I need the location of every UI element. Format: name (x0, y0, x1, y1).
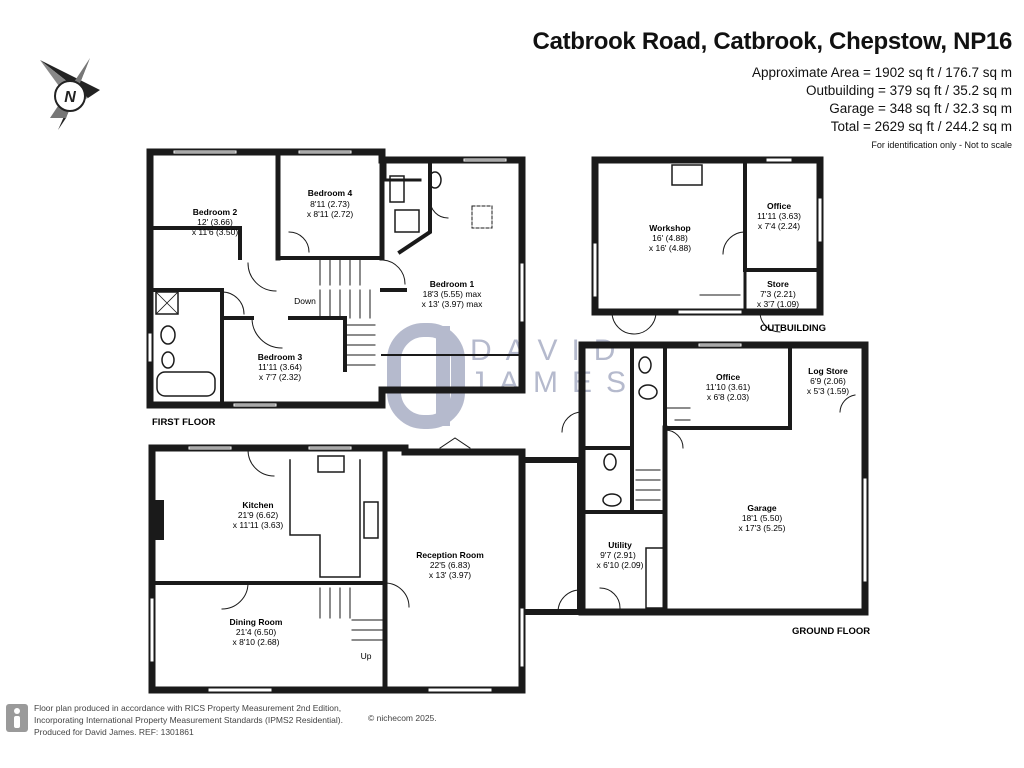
stairs-up-label: Up (361, 651, 372, 661)
room-dim-office-outbuilding: x 7'4 (2.24) (758, 221, 800, 231)
room-name-workshop: Workshop (649, 223, 690, 233)
first-floor-plan (146, 148, 526, 409)
area-summary: Approximate Area = 1902 sq ft / 176.7 sq… (752, 64, 1012, 136)
room-name-office-ground: Office (716, 372, 740, 382)
footer-notes: Floor plan produced in accordance with R… (34, 702, 343, 738)
room-name-utility: Utility (608, 540, 632, 550)
room-dim-workshop: x 16' (4.88) (649, 243, 691, 253)
room-dim-kitchen: 21'9 (6.62) (238, 510, 279, 520)
room-dim-logstore: x 5'3 (1.59) (807, 386, 849, 396)
room-name-dining: Dining Room (230, 617, 283, 627)
room-name-bedroom2: Bedroom 2 (193, 207, 238, 217)
outbuilding-plan (591, 156, 824, 335)
room-dim-store: x 3'7 (1.09) (757, 299, 799, 309)
room-dim-logstore: 6'9 (2.06) (810, 376, 846, 386)
room-name-bedroom3: Bedroom 3 (258, 352, 303, 362)
footer-line: Incorporating International Property Mea… (34, 715, 343, 725)
room-dim-dining: x 8'10 (2.68) (233, 637, 280, 647)
watermark-line1: DAVID (470, 334, 629, 367)
room-dim-workshop: 16' (4.88) (652, 233, 688, 243)
room-dim-utility: 9'7 (2.91) (600, 550, 636, 560)
room-dim-bedroom4: 8'11 (2.73) (310, 199, 350, 209)
room-dim-office-ground: 11'10 (3.61) (706, 382, 751, 392)
person-icon (6, 704, 28, 732)
room-dim-office-outbuilding: 11'11 (3.63) (757, 211, 801, 221)
room-dim-bedroom1: 18'3 (5.55) max (423, 289, 483, 299)
room-dim-bedroom4: x 8'11 (2.72) (307, 209, 354, 219)
stairs-down-label: Down (294, 296, 316, 306)
area-total: Total = 2629 sq ft / 244.2 sq m (830, 119, 1012, 134)
copyright-text: © nichecom 2025. (368, 713, 437, 723)
room-dim-bedroom3: x 7'7 (2.32) (259, 372, 301, 382)
footer-line: Floor plan produced in accordance with R… (34, 703, 342, 713)
room-dim-reception: 22'5 (6.83) (430, 560, 471, 570)
room-name-reception: Reception Room (416, 550, 484, 560)
room-dim-utility: x 6'10 (2.09) (597, 560, 644, 570)
room-dim-bedroom2: x 11'6 (3.50) (192, 227, 239, 237)
room-name-bedroom1: Bedroom 1 (430, 279, 475, 289)
room-dim-bedroom3: 11'11 (3.64) (258, 362, 302, 372)
room-dim-store: 7'3 (2.21) (760, 289, 796, 299)
outbuilding-label: OUTBUILDING (760, 323, 826, 334)
footer-line: Produced for David James. REF: 1301861 (34, 727, 194, 737)
area-garage: Garage = 348 sq ft / 32.3 sq m (829, 101, 1012, 116)
property-address-title: Catbrook Road, Catbrook, Chepstow, NP16 (532, 28, 1013, 55)
disclaimer-note: For identification only - Not to scale (871, 140, 1012, 150)
compass-icon: N (40, 58, 100, 130)
room-name-office-outbuilding: Office (767, 201, 791, 211)
room-name-garage: Garage (747, 503, 777, 513)
ground-floor-label: GROUND FLOOR (792, 626, 870, 637)
room-dim-garage: x 17'3 (5.25) (739, 523, 786, 533)
room-dim-reception: x 13' (3.97) (429, 570, 471, 580)
room-dim-kitchen: x 11'11 (3.63) (233, 520, 284, 530)
compass-north-label: N (64, 89, 76, 106)
room-dim-bedroom2: 12' (3.66) (197, 217, 233, 227)
room-dim-dining: 21'4 (6.50) (236, 627, 277, 637)
ground-floor-plan (148, 341, 869, 694)
watermark-line2: JAMES (470, 366, 640, 399)
room-labels: Bedroom 2 12' (3.66) x 11'6 (3.50) Bedro… (192, 188, 849, 661)
room-name-logstore: Log Store (808, 366, 848, 376)
room-dim-office-ground: x 6'8 (2.03) (707, 392, 749, 402)
area-outbuilding: Outbuilding = 379 sq ft / 35.2 sq m (805, 83, 1012, 98)
room-dim-garage: 18'1 (5.50) (742, 513, 783, 523)
room-name-bedroom4: Bedroom 4 (308, 188, 353, 198)
room-dim-bedroom1: x 13' (3.97) max (422, 299, 483, 309)
area-approximate: Approximate Area = 1902 sq ft / 176.7 sq… (751, 65, 1012, 80)
watermark-logo: DAVID JAMES (387, 323, 640, 429)
first-floor-label: FIRST FLOOR (152, 417, 215, 428)
room-name-store: Store (767, 279, 789, 289)
room-name-kitchen: Kitchen (242, 500, 273, 510)
